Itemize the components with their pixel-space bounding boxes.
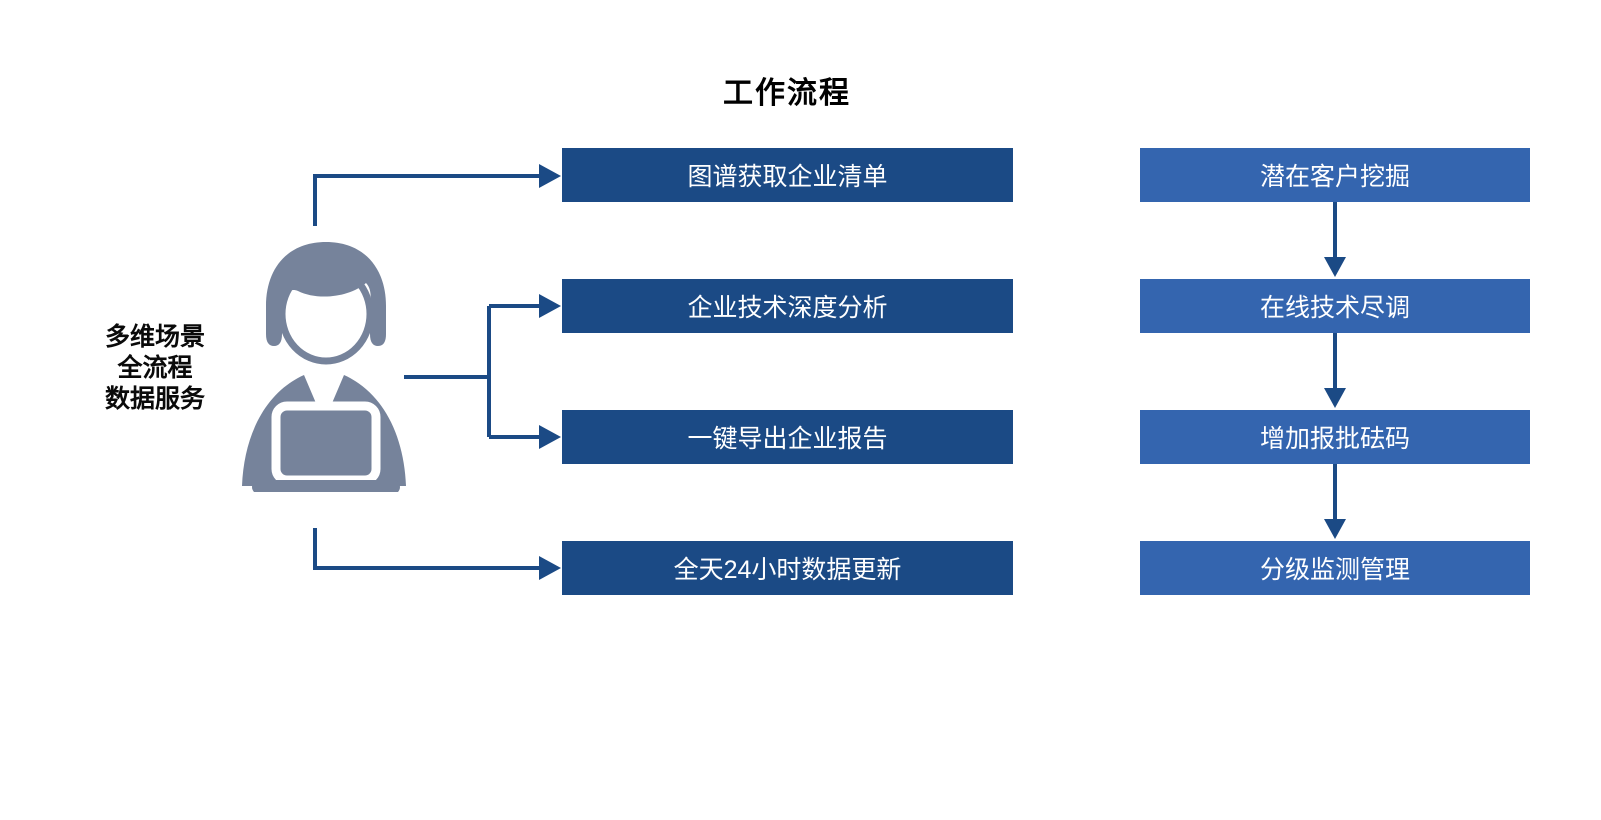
service-step-label: 全天24小时数据更新 [673, 556, 902, 584]
service-step-4: 全天24小时数据更新 [562, 541, 1013, 595]
value-step-label: 分级监测管理 [1259, 556, 1410, 584]
actor-label-line: 多维场景 [104, 323, 205, 351]
value-step-3: 增加报批砝码 [1140, 410, 1530, 464]
value-step-label: 潜在客户挖掘 [1259, 163, 1410, 191]
value-step-label: 在线技术尽调 [1259, 294, 1410, 322]
service-step-1: 图谱获取企业清单 [562, 148, 1013, 202]
service-step-label: 图谱获取企业清单 [687, 163, 888, 191]
value-step-2: 在线技术尽调 [1140, 279, 1530, 333]
service-step-label: 一键导出企业报告 [687, 425, 888, 453]
value-step-label: 增加报批砝码 [1259, 425, 1410, 453]
service-step-label: 企业技术深度分析 [687, 294, 888, 322]
value-step-1: 潜在客户挖掘 [1140, 148, 1530, 202]
actor-label: 多维场景 全流程 数据服务 [70, 322, 240, 415]
arrow-right-icon [539, 556, 561, 580]
person-laptop-svg [242, 242, 406, 494]
value-step-4: 分级监测管理 [1140, 541, 1530, 595]
service-step-2: 企业技术深度分析 [562, 279, 1013, 333]
actor-label-line: 全流程 [117, 354, 193, 382]
arrow-right-icon [539, 164, 561, 188]
arrow-right-icon [539, 425, 561, 449]
service-step-3: 一键导出企业报告 [562, 410, 1013, 464]
arrow-down-icon [1324, 388, 1346, 408]
person-laptop-icon [218, 234, 433, 494]
actor-label-line: 数据服务 [104, 385, 205, 413]
arrow-right-icon [539, 294, 561, 318]
arrow-down-icon [1324, 519, 1346, 539]
page-title: 工作流程 [723, 77, 851, 110]
arrow-down-icon [1324, 257, 1346, 277]
